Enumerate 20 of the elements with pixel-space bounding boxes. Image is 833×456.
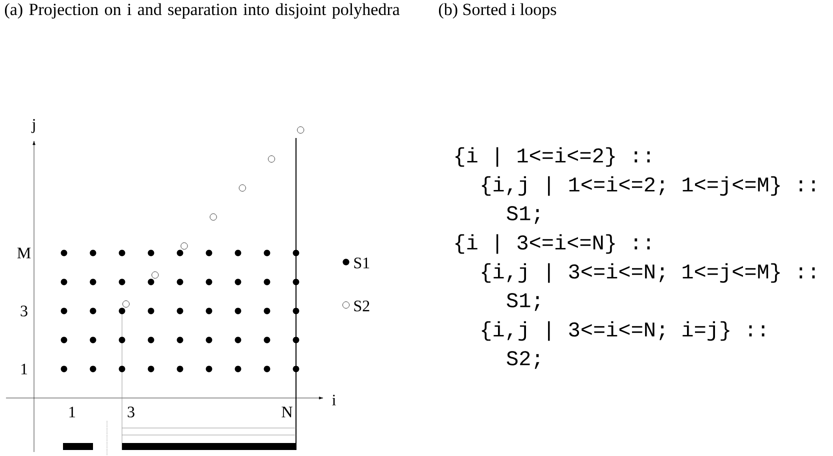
legend-label: S2 — [354, 300, 370, 312]
code-line: S1; — [506, 206, 540, 224]
tick-label: 3 — [20, 306, 28, 316]
tick-label: M — [17, 248, 31, 258]
tick-label: 3 — [128, 406, 134, 418]
code-line: S1; — [506, 293, 540, 311]
code-line: {i | 1<=i<=2} :: — [456, 147, 650, 167]
code-line: {i,j | 1<=i<=2; 1<=j<=M} :: — [482, 176, 815, 196]
code-line: {i | 3<=i<=N} :: — [456, 234, 650, 254]
tick-label: 1 — [69, 406, 76, 418]
caption: (a) Projection on i and separation into disjoint polyhedra — [4, 3, 400, 19]
axis-label: i — [332, 394, 336, 406]
code-line: S2; — [506, 351, 540, 369]
caption: (b) Sorted i loops — [438, 3, 556, 19]
code-line: {i,j | 3<=i<=N; 1<=j<=M} :: — [482, 263, 815, 283]
code-line: {i,j | 3<=i<=N; i=j} :: — [482, 321, 764, 341]
axis-label: j — [31, 119, 35, 133]
tick-label: 1 — [21, 364, 28, 374]
legend-label: S1 — [354, 258, 370, 268]
tick-label: N — [282, 406, 292, 418]
